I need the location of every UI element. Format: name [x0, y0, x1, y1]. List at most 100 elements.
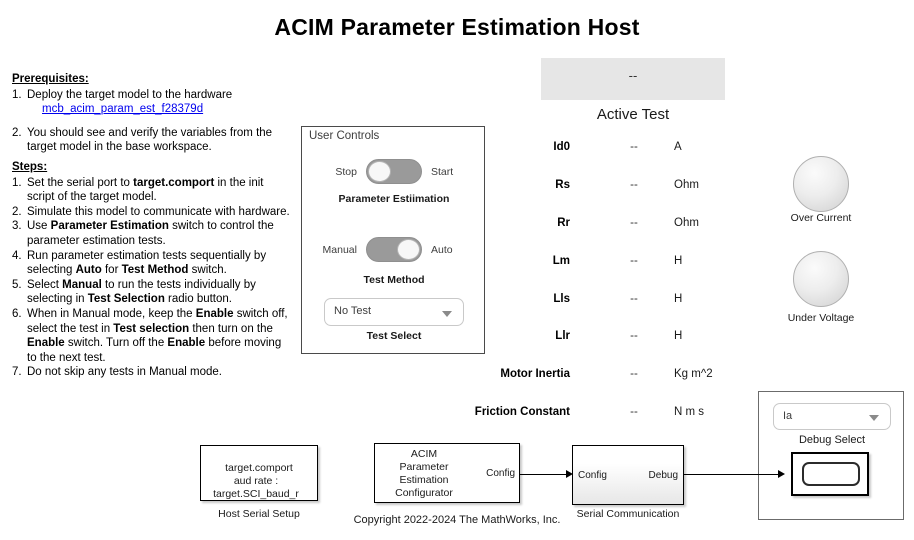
parameter-unit: Kg m^2 [674, 368, 713, 380]
list-text: Run parameter estimation tests sequentia… [27, 249, 267, 277]
parameter-unit: A [674, 141, 682, 153]
spacer [12, 117, 292, 126]
debug-select-panel: Ia Debug Select [758, 391, 904, 520]
prerequisites-heading: Prerequisites: [12, 73, 89, 85]
list-number: 2. [12, 205, 22, 218]
test-method-toggle[interactable] [366, 237, 422, 262]
configurator-line4: Configurator [395, 487, 453, 499]
test-method-manual-label: Manual [322, 243, 357, 256]
serial-comm-debug-port: Debug [648, 470, 678, 481]
lamp-indicator-icon [793, 251, 849, 307]
model-link[interactable]: mcb_acim_param_est_f28379d [42, 103, 204, 116]
under-voltage-label: Under Voltage [787, 312, 855, 324]
parameter-unit: Ohm [674, 217, 699, 229]
list-item: 7. Do not skip any tests in Manual mode. [12, 365, 292, 380]
configurator-config-port: Config [486, 468, 515, 479]
parameter-row: Rr--Ohm [430, 217, 750, 235]
list-item: 3. Use Parameter Estimation switch to co… [12, 219, 292, 248]
param-est-start-label: Start [431, 165, 454, 178]
arrow-icon [566, 470, 573, 478]
parameter-row: Id0 -- A [430, 141, 750, 159]
test-method-switch-row: Manual Auto [302, 237, 486, 262]
parameter-row: Lls -- H [430, 293, 750, 311]
parameter-name: Id0 [553, 141, 570, 153]
host-serial-line1: target.comport [225, 462, 293, 474]
active-test-value: -- [628, 68, 638, 83]
chevron-down-icon [869, 415, 879, 421]
host-serial-setup-block[interactable]: target.comport aud rate : target.SCI_bau… [200, 445, 318, 501]
parameter-value: -- [630, 293, 638, 305]
toggle-knob-icon [397, 239, 420, 260]
debug-select-value: Ia [783, 410, 793, 422]
parameter-name: Friction Constant [474, 406, 570, 418]
serial-communication-block[interactable]: Config Debug [572, 445, 684, 505]
list-item: 6. When in Manual mode, keep the Enable … [12, 307, 292, 365]
under-voltage-lamp [793, 251, 849, 307]
display-readout [802, 462, 860, 486]
parameter-value: -- [630, 141, 638, 153]
param-est-stop-label: Stop [335, 165, 357, 178]
active-test-display: -- [541, 58, 725, 100]
parameter-estimation-caption: Parameter Estiimation [338, 193, 450, 205]
parameter-value: -- [630, 255, 638, 267]
serial-communication-caption: Serial Communication [576, 508, 680, 520]
parameter-row: Motor Inertia--Kg m^2 [430, 368, 750, 386]
parameter-value: -- [630, 406, 638, 418]
parameter-name: Lm [552, 255, 570, 267]
user-controls-title: User Controls [309, 130, 380, 142]
test-method-auto-label: Auto [431, 243, 453, 256]
parameter-name: Rs [555, 179, 570, 191]
test-select-caption: Test Select [366, 330, 422, 342]
list-number: 1. [12, 176, 22, 189]
parameter-value: -- [630, 179, 638, 191]
parameter-value: -- [630, 330, 638, 342]
instructions-panel: Prerequisites: 1. Deploy the target mode… [12, 72, 292, 380]
list-text: Deploy the target model to the hardware [27, 88, 233, 101]
list-text: You should see and verify the variables … [27, 126, 273, 154]
test-select-dropdown[interactable]: No Test [324, 298, 464, 326]
list-text: When in Manual mode, keep the Enable swi… [27, 307, 288, 364]
wire-debug [684, 474, 780, 475]
wire-config [520, 474, 568, 475]
debug-display-block[interactable] [791, 452, 869, 496]
steps-list: 1. Set the serial port to target.comport… [12, 176, 292, 380]
list-item: 1. Set the serial port to target.comport… [12, 176, 292, 205]
chevron-down-icon [442, 311, 452, 317]
active-test-caption: Active Test [596, 106, 670, 123]
parameter-estimation-toggle[interactable] [366, 159, 422, 184]
over-current-lamp [793, 156, 849, 212]
parameter-row: Rs--Ohm [430, 179, 750, 197]
list-text: Set the serial port to target.comport in… [27, 176, 264, 204]
parameter-unit: H [674, 330, 683, 342]
serial-comm-config-port: Config [578, 470, 607, 481]
lamp-indicator-icon [793, 156, 849, 212]
arrow-icon [778, 470, 785, 478]
user-controls-panel: User Controls Stop Start Parameter Estii… [301, 126, 485, 354]
test-select-value: No Test [334, 305, 372, 317]
list-text: Do not skip any tests in Manual mode. [27, 366, 222, 379]
over-current-label: Over Current [790, 212, 852, 224]
list-number: 7. [12, 366, 22, 379]
parameter-name: Motor Inertia [500, 368, 570, 380]
list-text: Use Parameter Estimation switch to contr… [27, 220, 274, 247]
parameter-unit: N m s [674, 406, 705, 418]
list-item: 2. You should see and verify the variabl… [12, 126, 292, 155]
list-text: Select Manual to run the tests individua… [27, 278, 256, 306]
parameter-name: Llr [555, 330, 570, 342]
parameter-estimation-switch-row: Stop Start [302, 159, 486, 184]
configurator-line2: Parameter [399, 461, 449, 473]
parameter-unit: H [674, 255, 683, 267]
parameter-unit: H [674, 293, 683, 305]
parameter-row: Llr -- H [430, 330, 750, 348]
parameter-name: Lls [553, 293, 570, 305]
list-text: Simulate this model to communicate with … [27, 205, 290, 218]
list-item: 4. Run parameter estimation tests sequen… [12, 249, 292, 278]
prerequisites-list: 1. Deploy the target model to the hardwa… [12, 88, 292, 155]
list-item: 2. Simulate this model to communicate wi… [12, 205, 292, 220]
acim-configurator-block[interactable]: ACIM Parameter Estimation Configurator C… [374, 443, 520, 503]
list-number: 6. [12, 307, 22, 320]
configurator-line1: ACIM [410, 448, 438, 460]
list-item: 5. Select Manual to run the tests indivi… [12, 278, 292, 307]
debug-select-dropdown[interactable]: Ia [773, 403, 891, 430]
toggle-knob-icon [368, 161, 391, 182]
